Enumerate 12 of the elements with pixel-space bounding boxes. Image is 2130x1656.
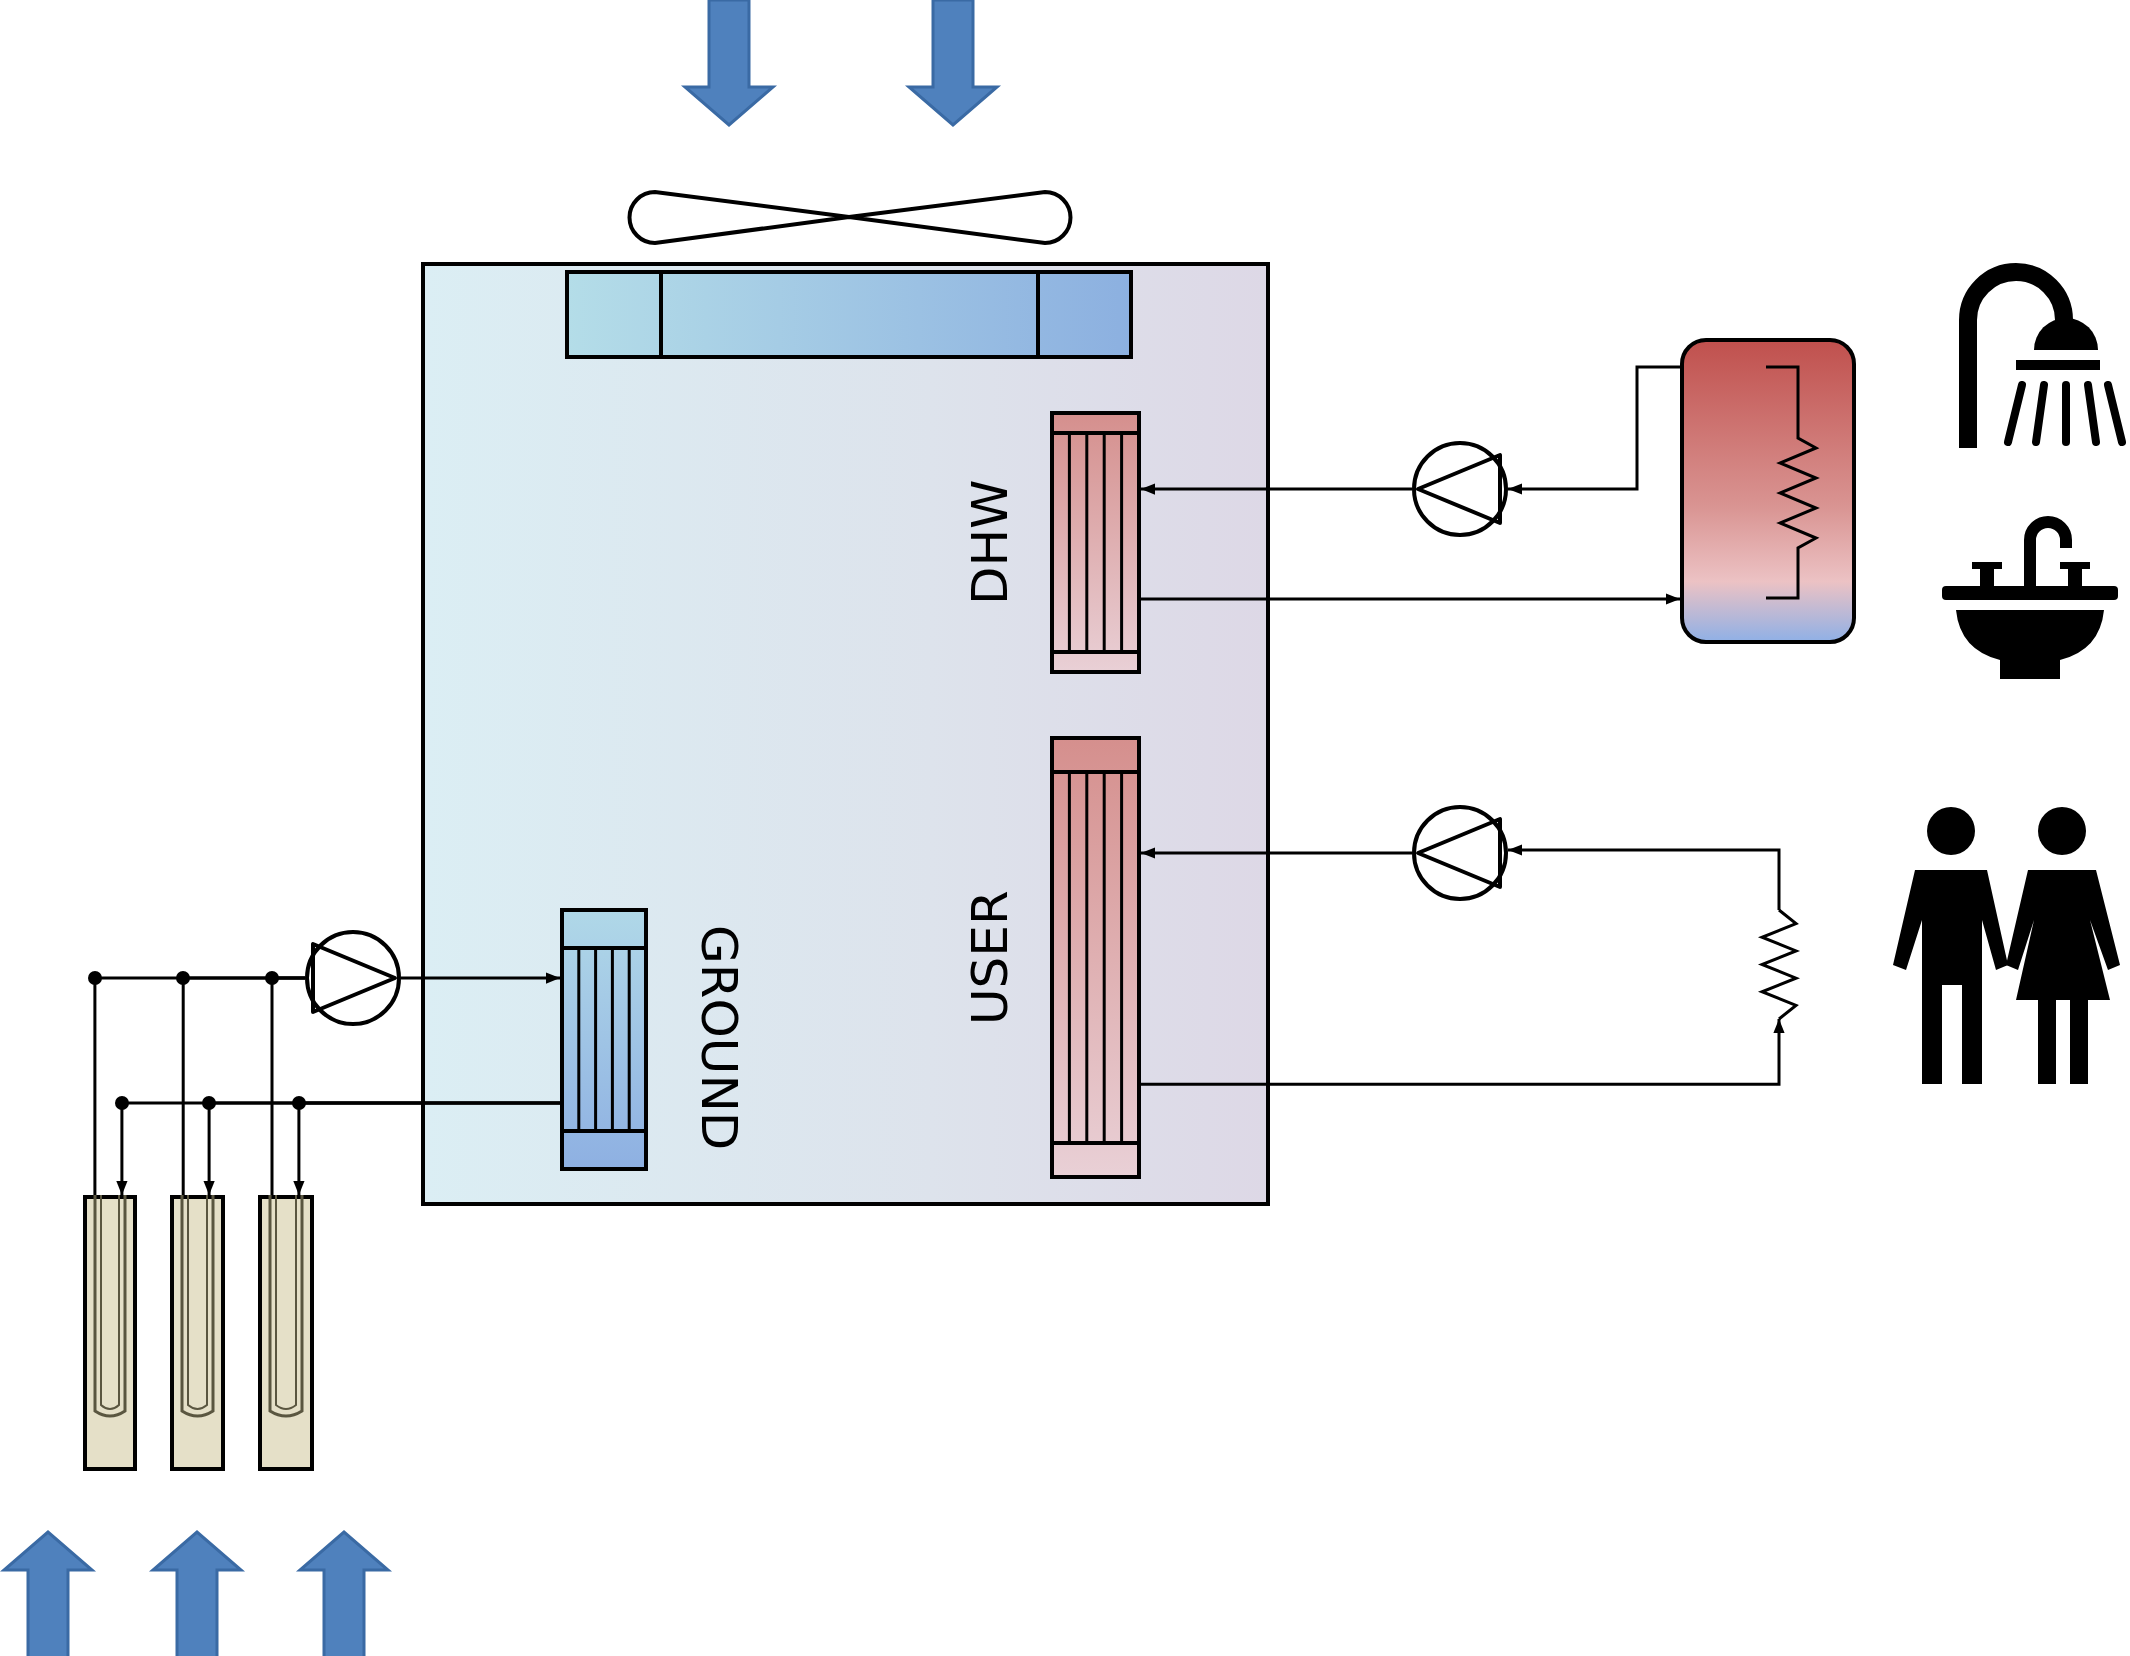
pipe-line [1508, 365, 1680, 495]
pipe-line [1141, 593, 1680, 605]
pipe-line [270, 976, 305, 1195]
pipe-line [1141, 847, 1412, 859]
pipe-line [401, 972, 560, 984]
pipe-line [1141, 483, 1412, 495]
exchanger-label: DHW [960, 478, 1020, 608]
exchanger-label: GROUND [689, 923, 749, 1153]
pipe-line [293, 1101, 560, 1195]
pipe-line [1508, 844, 1781, 910]
pipe-line [1141, 1019, 1785, 1086]
exchanger-label: USER [960, 889, 1020, 1027]
